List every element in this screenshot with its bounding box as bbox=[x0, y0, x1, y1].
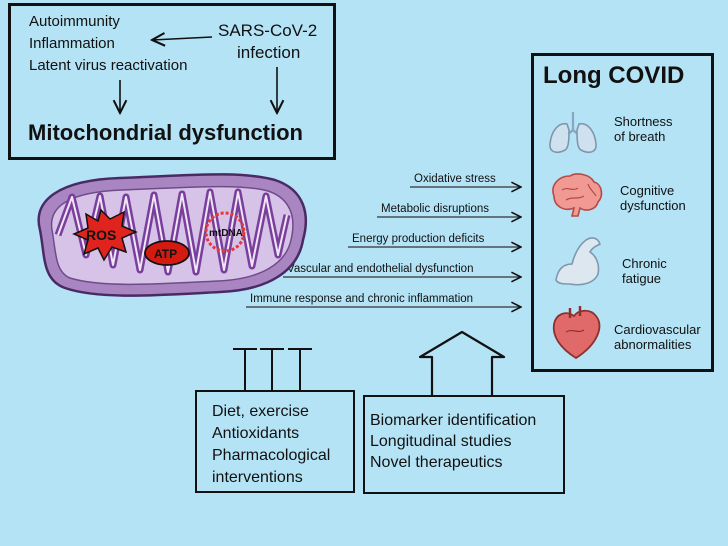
mtdna-ring-icon bbox=[204, 211, 246, 253]
mtdna-label: mtDNA bbox=[209, 228, 243, 239]
intervention-pharmacological: Pharmacological bbox=[212, 447, 331, 464]
symptom-cardio-line2: abnormalities bbox=[614, 337, 692, 352]
symptom-fatigue-line2: fatigue bbox=[622, 271, 662, 286]
mechanism-energy: Energy production deficits bbox=[352, 233, 485, 245]
interventions-box bbox=[195, 390, 355, 493]
symptom-fatigue-line1: Chronic bbox=[622, 256, 667, 271]
research-biomarker: Biomarker identification bbox=[370, 412, 537, 429]
atp-label: ATP bbox=[154, 247, 177, 261]
mechanism-oxidative-stress: Oxidative stress bbox=[414, 173, 496, 185]
intervention-diet: Diet, exercise bbox=[212, 403, 309, 420]
mechanism-metabolic: Metabolic disruptions bbox=[381, 203, 490, 215]
inhibition-bars bbox=[233, 348, 312, 392]
long-covid-title: Long COVID bbox=[543, 62, 685, 89]
cause-inflammation: Inflammation bbox=[29, 35, 115, 52]
symptom-breath-line2: of breath bbox=[614, 129, 666, 144]
mitochondrion-illustration bbox=[37, 173, 307, 297]
long-covid-box bbox=[531, 53, 714, 372]
mechanism-immune: Immune response and chronic inflammation bbox=[250, 293, 474, 305]
infection-label-2: infection bbox=[237, 43, 301, 62]
symptom-cognitive-line1: Cognitive bbox=[620, 183, 675, 198]
lungs-icon bbox=[549, 112, 597, 154]
top-box bbox=[8, 3, 336, 160]
intervention-interventions: interventions bbox=[212, 469, 303, 486]
mechanism-vascular: Vascular and endothelial dysfunction bbox=[287, 263, 474, 275]
cause-latent-virus: Latent virus reactivation bbox=[29, 57, 188, 74]
symptom-cognitive-line2: dysfunction bbox=[620, 198, 686, 213]
symptom-cardio-line1: Cardiovascular bbox=[614, 322, 701, 337]
symptom-breath-line1: Shortness bbox=[614, 114, 673, 129]
arm-muscle-icon bbox=[555, 237, 601, 286]
atp-pill-icon bbox=[144, 240, 190, 266]
infection-to-causes-arrow bbox=[152, 37, 213, 40]
research-longitudinal: Longitudinal studies bbox=[370, 433, 512, 450]
infection-label-1: SARS-CoV-2 bbox=[218, 21, 318, 40]
intervention-antioxidants: Antioxidants bbox=[212, 425, 300, 442]
heart-icon bbox=[552, 306, 601, 360]
cause-autoimmunity: Autoimmunity bbox=[29, 13, 120, 30]
ros-label: ROS bbox=[86, 227, 116, 243]
research-up-arrow bbox=[418, 330, 506, 395]
mitochondrial-dysfunction-title: Mitochondrial dysfunction bbox=[28, 120, 303, 145]
research-box bbox=[363, 395, 565, 494]
brain-icon bbox=[552, 173, 603, 217]
ros-starburst-icon bbox=[72, 208, 138, 262]
research-therapeutics: Novel therapeutics bbox=[370, 454, 503, 471]
